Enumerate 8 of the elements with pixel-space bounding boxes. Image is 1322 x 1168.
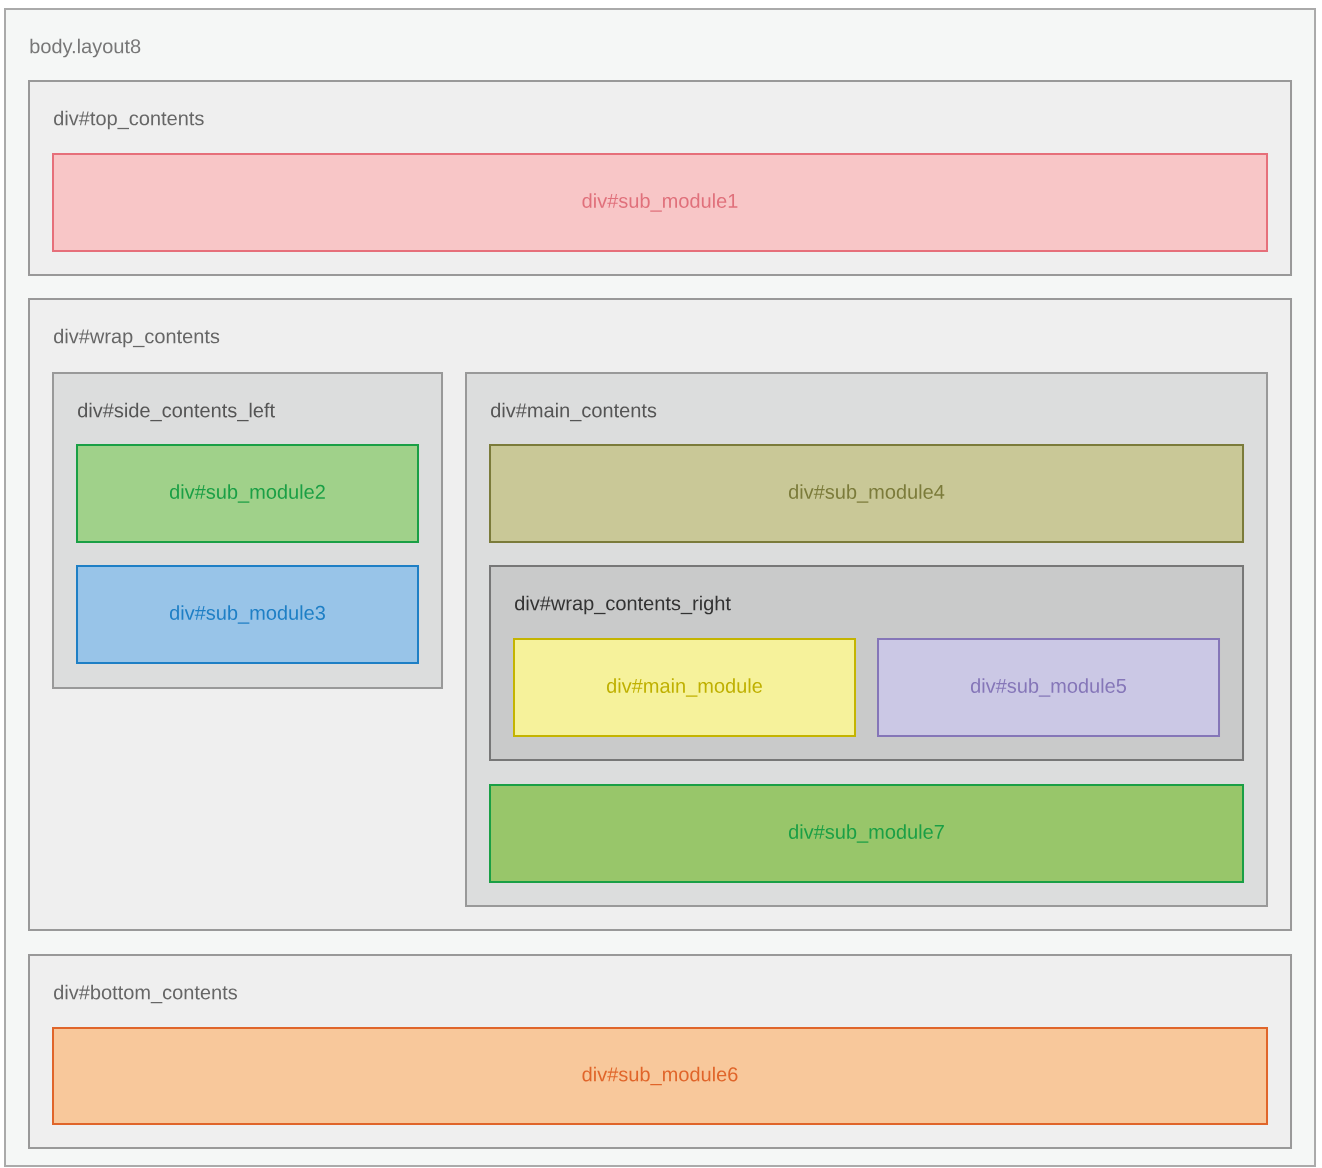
module-box: div#sub_module7 <box>489 784 1244 883</box>
module-box: div#sub_module1 <box>52 153 1268 252</box>
module-box: div#sub_module4 <box>489 444 1244 543</box>
module-box: div#sub_module2 <box>76 444 419 543</box>
module-box: div#main_module <box>513 638 856 737</box>
module-box: div#sub_module5 <box>877 638 1220 737</box>
module-box: div#sub_module3 <box>76 565 419 664</box>
module-box: div#sub_module6 <box>52 1027 1268 1125</box>
